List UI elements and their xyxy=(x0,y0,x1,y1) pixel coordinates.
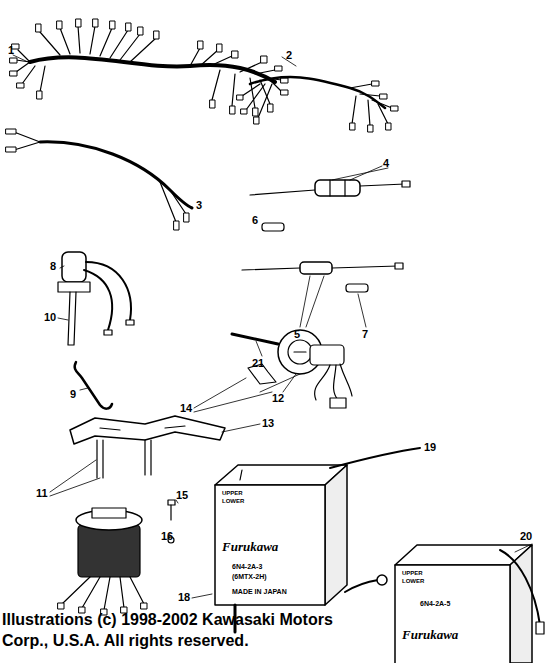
switch xyxy=(58,252,134,409)
battery-marking: 6N4-2A-3 xyxy=(232,563,262,570)
callout-number: 2 xyxy=(286,50,292,61)
battery-marking: Furukawa xyxy=(402,628,458,641)
battery-marking: (6MTX-2H) xyxy=(232,573,267,580)
copyright-caption: Illustrations (c) 1998-2002 Kawasaki Mot… xyxy=(2,610,347,652)
sub-harness xyxy=(237,57,398,132)
pin xyxy=(232,334,278,344)
callout-number: 8 xyxy=(50,261,56,272)
callout-number: 10 xyxy=(44,312,56,323)
callout-number: 13 xyxy=(262,418,274,429)
fuse-wire xyxy=(242,262,403,327)
callout-number: 9 xyxy=(70,389,76,400)
callout-number: 15 xyxy=(176,490,188,501)
battery-marking: 6N4-2A-5 xyxy=(420,600,450,607)
fuse-holder xyxy=(250,166,410,231)
callout-number: 7 xyxy=(362,329,368,340)
callout-number: 5 xyxy=(294,329,300,340)
battery-marking: UPPER xyxy=(222,490,243,496)
battery-marking: UPPER xyxy=(402,570,423,576)
callout-number: 1 xyxy=(8,45,14,56)
battery xyxy=(345,544,544,663)
callout-number: 21 xyxy=(252,358,264,369)
callout-number: 6 xyxy=(252,215,258,226)
battery xyxy=(192,448,420,632)
battery-marking: Furukawa xyxy=(222,540,278,553)
callout-number: 14 xyxy=(180,403,192,414)
ignition-switch xyxy=(194,330,352,412)
callout-number: 12 xyxy=(272,393,284,404)
callout-number: 20 xyxy=(520,531,532,542)
callout-number: 11 xyxy=(36,488,48,499)
battery-marking: LOWER xyxy=(402,578,424,584)
battery-marking: LOWER xyxy=(222,498,244,504)
callout-number: 19 xyxy=(424,442,436,453)
callout-number: 18 xyxy=(178,592,190,603)
callout-number: 3 xyxy=(196,200,202,211)
callout-number: 4 xyxy=(383,158,389,169)
callout-number: 16 xyxy=(161,531,173,542)
wire-lead xyxy=(6,55,192,230)
main-harness xyxy=(10,19,288,116)
battery-marking: MADE IN JAPAN xyxy=(232,588,287,595)
